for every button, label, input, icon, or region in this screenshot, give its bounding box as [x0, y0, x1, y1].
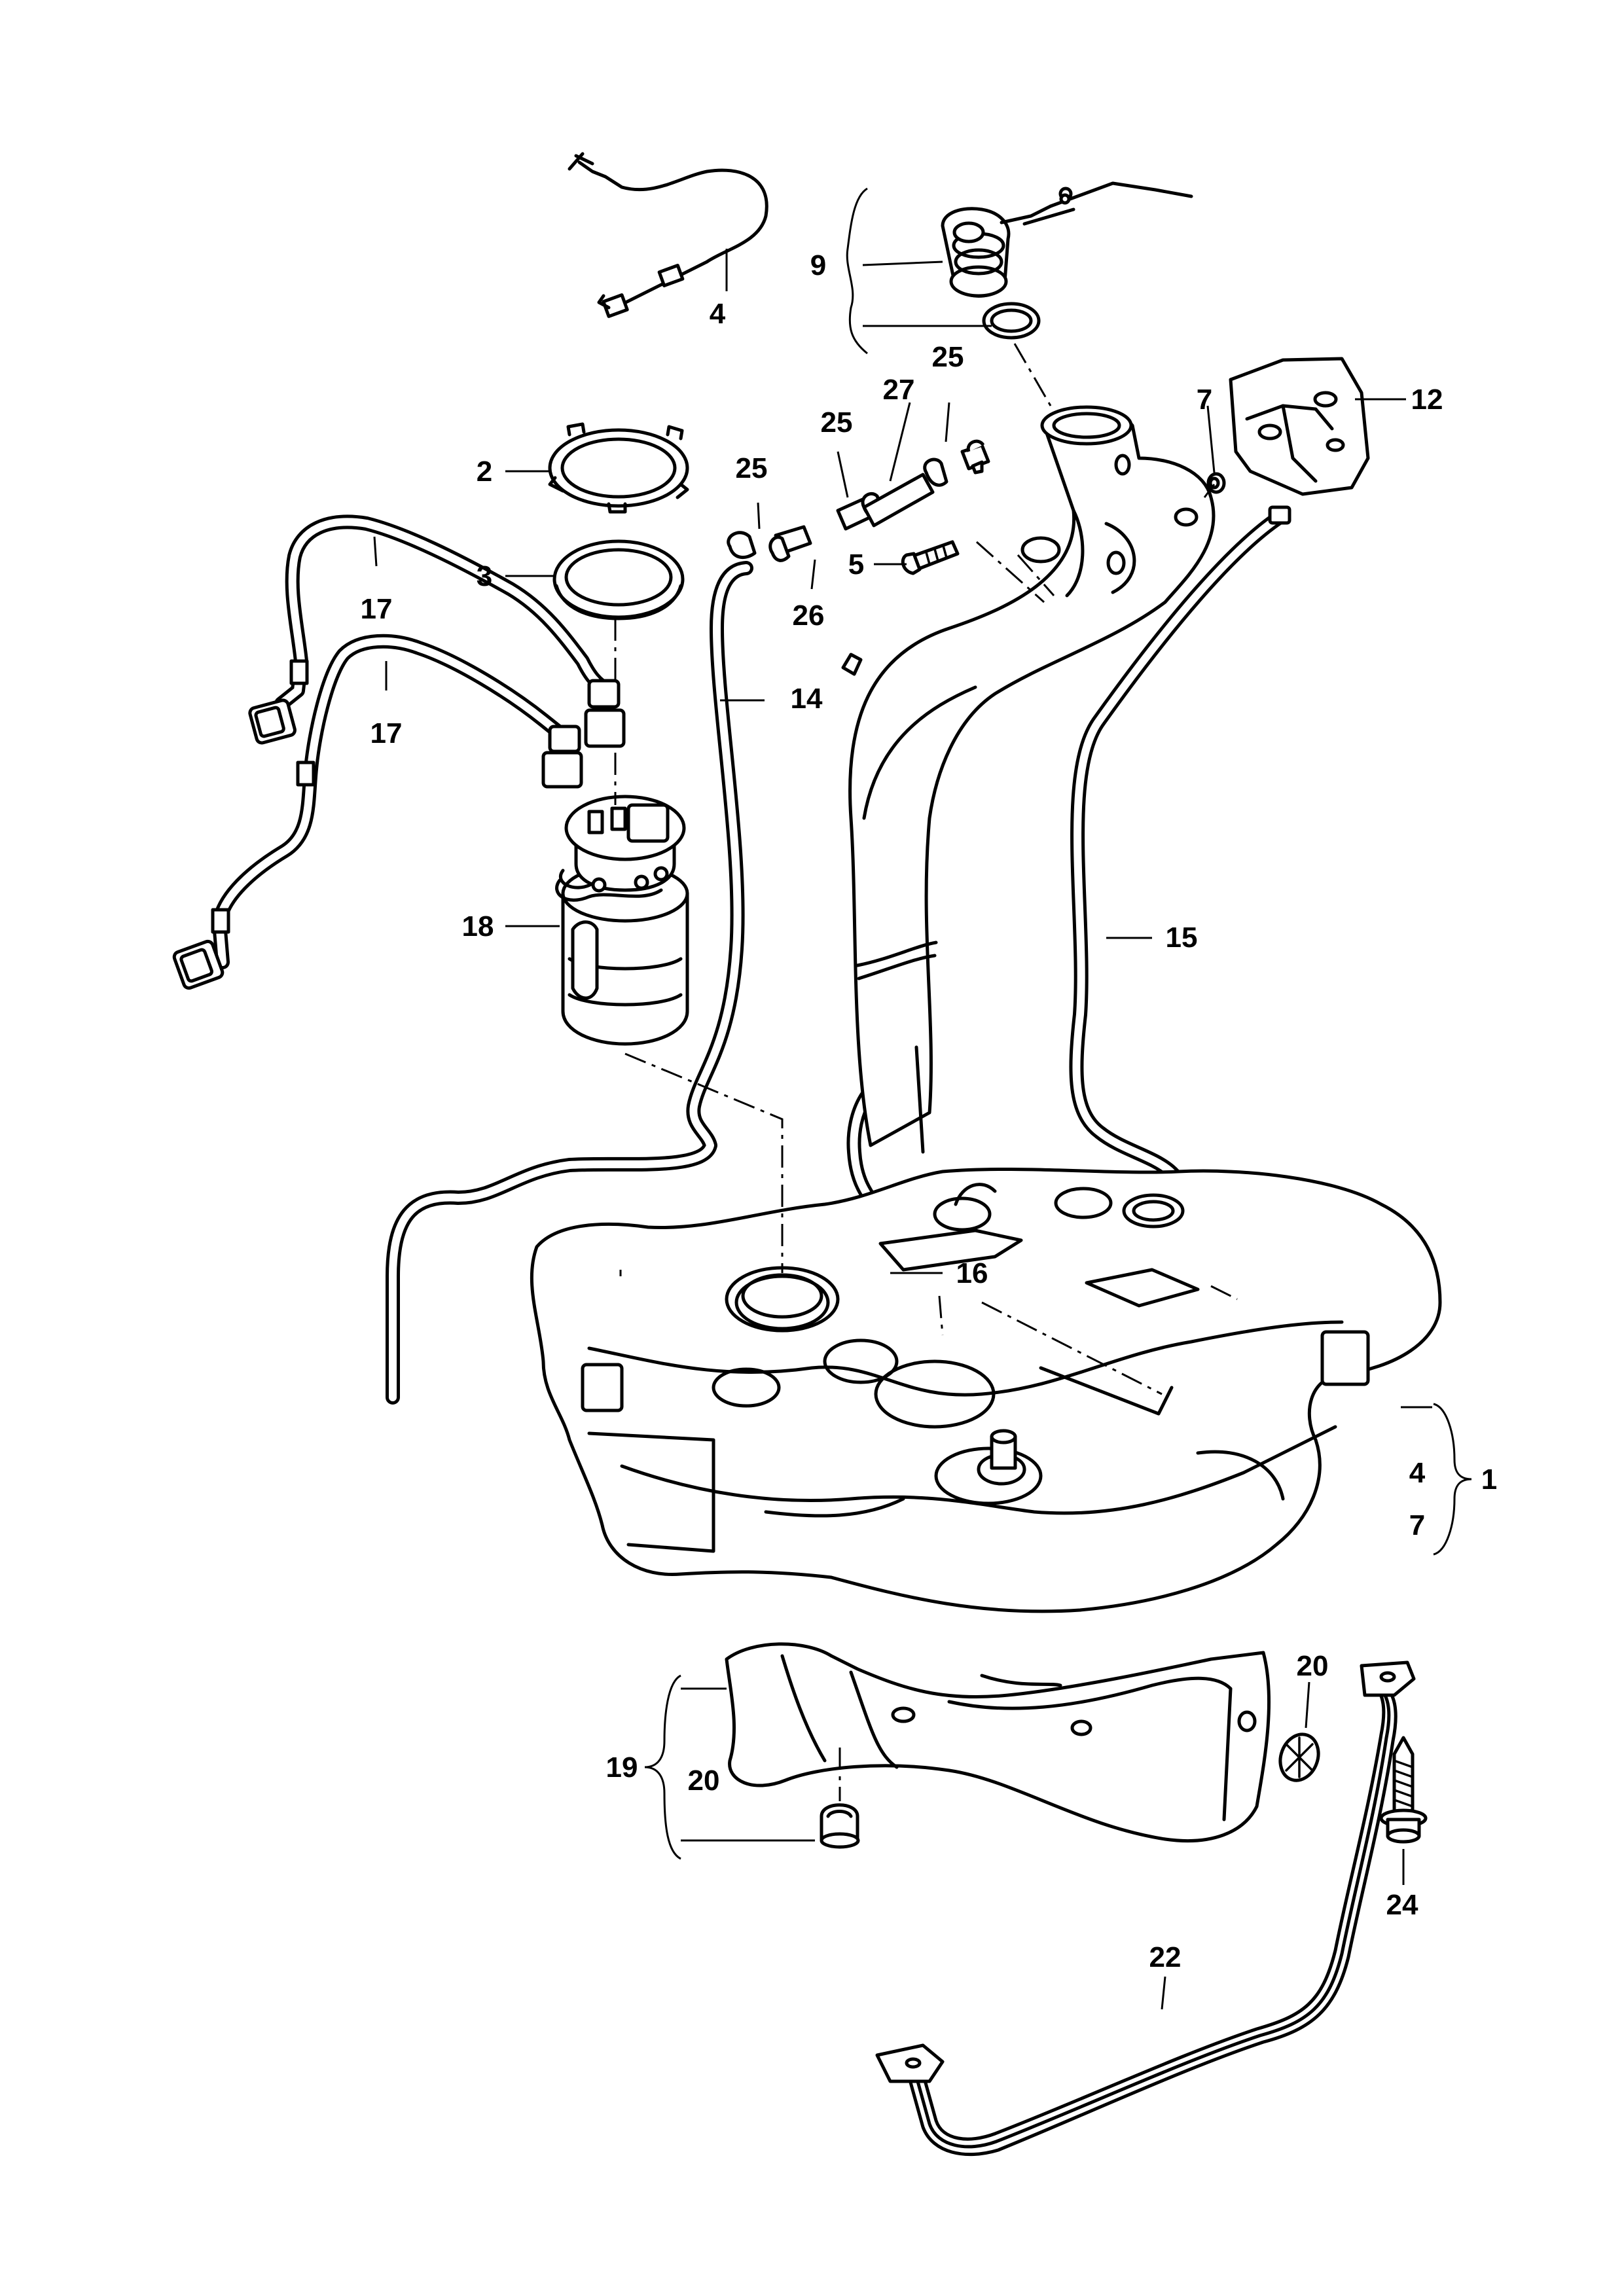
callout-14: 14	[791, 683, 823, 715]
callout-4-top: 4	[710, 298, 726, 330]
callouts: 4 9 25 27 25 25 7 12 2 3 5 26 17 17 14 1…	[361, 249, 1498, 1973]
callout-24: 24	[1386, 1889, 1418, 1921]
callout-12: 12	[1411, 384, 1443, 416]
fuel-tank-part-1	[530, 1167, 1442, 1613]
callout-7-group: 7	[1409, 1509, 1425, 1541]
fuel-pump-part-18	[555, 795, 689, 1046]
callout-1: 1	[1481, 1463, 1497, 1496]
callout-7-top: 7	[1197, 384, 1212, 416]
filler-cap-part-9	[941, 181, 1193, 340]
callout-19: 19	[606, 1751, 638, 1784]
callout-5: 5	[848, 548, 864, 581]
callout-18: 18	[462, 910, 494, 942]
tank-strap-part-22	[875, 1660, 1416, 2157]
callout-3: 3	[477, 560, 492, 592]
callout-15: 15	[1166, 922, 1198, 954]
callout-27: 27	[883, 374, 915, 406]
hose-connectors-part-25-26-27	[727, 439, 990, 562]
callout-16: 16	[956, 1257, 988, 1289]
callout-17-lower: 17	[370, 717, 403, 749]
seal-part-3	[552, 539, 685, 620]
grommet-part-20-right	[1278, 1732, 1320, 1782]
callout-17-upper: 17	[361, 593, 393, 625]
callout-9: 9	[810, 249, 826, 281]
callout-25-right: 25	[932, 341, 964, 373]
bracket-part-12	[1229, 357, 1370, 496]
screw-part-5	[901, 540, 960, 575]
callout-26: 26	[793, 600, 825, 632]
bolt-part-24	[1379, 1736, 1428, 1844]
heat-shield-part-19	[725, 1642, 1271, 1842]
wiring-harness-part-4	[568, 152, 768, 318]
plug-part-20-left	[820, 1803, 860, 1849]
fuel-lines-part-17	[172, 514, 626, 990]
locking-ring-part-2	[548, 422, 689, 514]
callout-22: 22	[1149, 1941, 1182, 1973]
filler-neck	[841, 405, 1216, 1154]
callout-25-middle: 25	[821, 406, 853, 439]
callout-2: 2	[477, 456, 492, 488]
leader-lines	[373, 187, 1472, 2010]
callout-4-group: 4	[1409, 1457, 1426, 1489]
assembly-axes	[614, 343, 1238, 1790]
callout-20-left: 20	[688, 1765, 720, 1797]
callout-20-right: 20	[1297, 1650, 1329, 1682]
callout-25-left: 25	[736, 452, 768, 484]
